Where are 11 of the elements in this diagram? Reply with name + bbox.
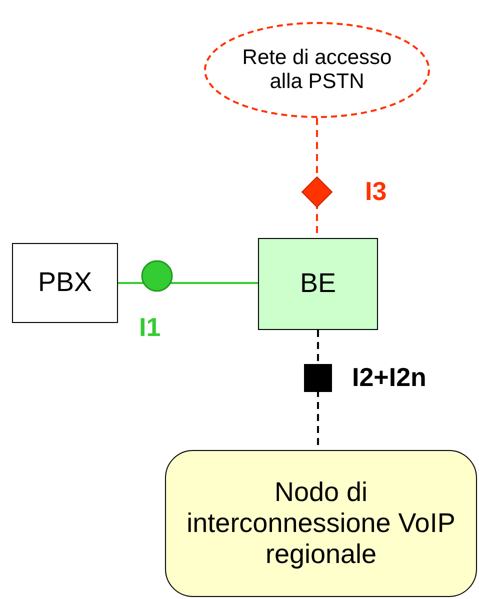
node-label: Nodo di interconnessione VoIP regionale xyxy=(186,476,456,570)
node-label: BE xyxy=(300,268,336,300)
rounded-box xyxy=(165,450,477,597)
network-cloud-ellipse xyxy=(204,22,430,118)
process-box xyxy=(258,238,378,330)
node-label: PBX xyxy=(38,267,92,299)
interface-label: I1 xyxy=(139,312,161,343)
interface-label: I2+I2n xyxy=(352,362,426,393)
process-box xyxy=(12,243,118,323)
node-label: Rete di accesso alla PSTN xyxy=(241,46,393,94)
interface-label: I3 xyxy=(365,176,387,207)
